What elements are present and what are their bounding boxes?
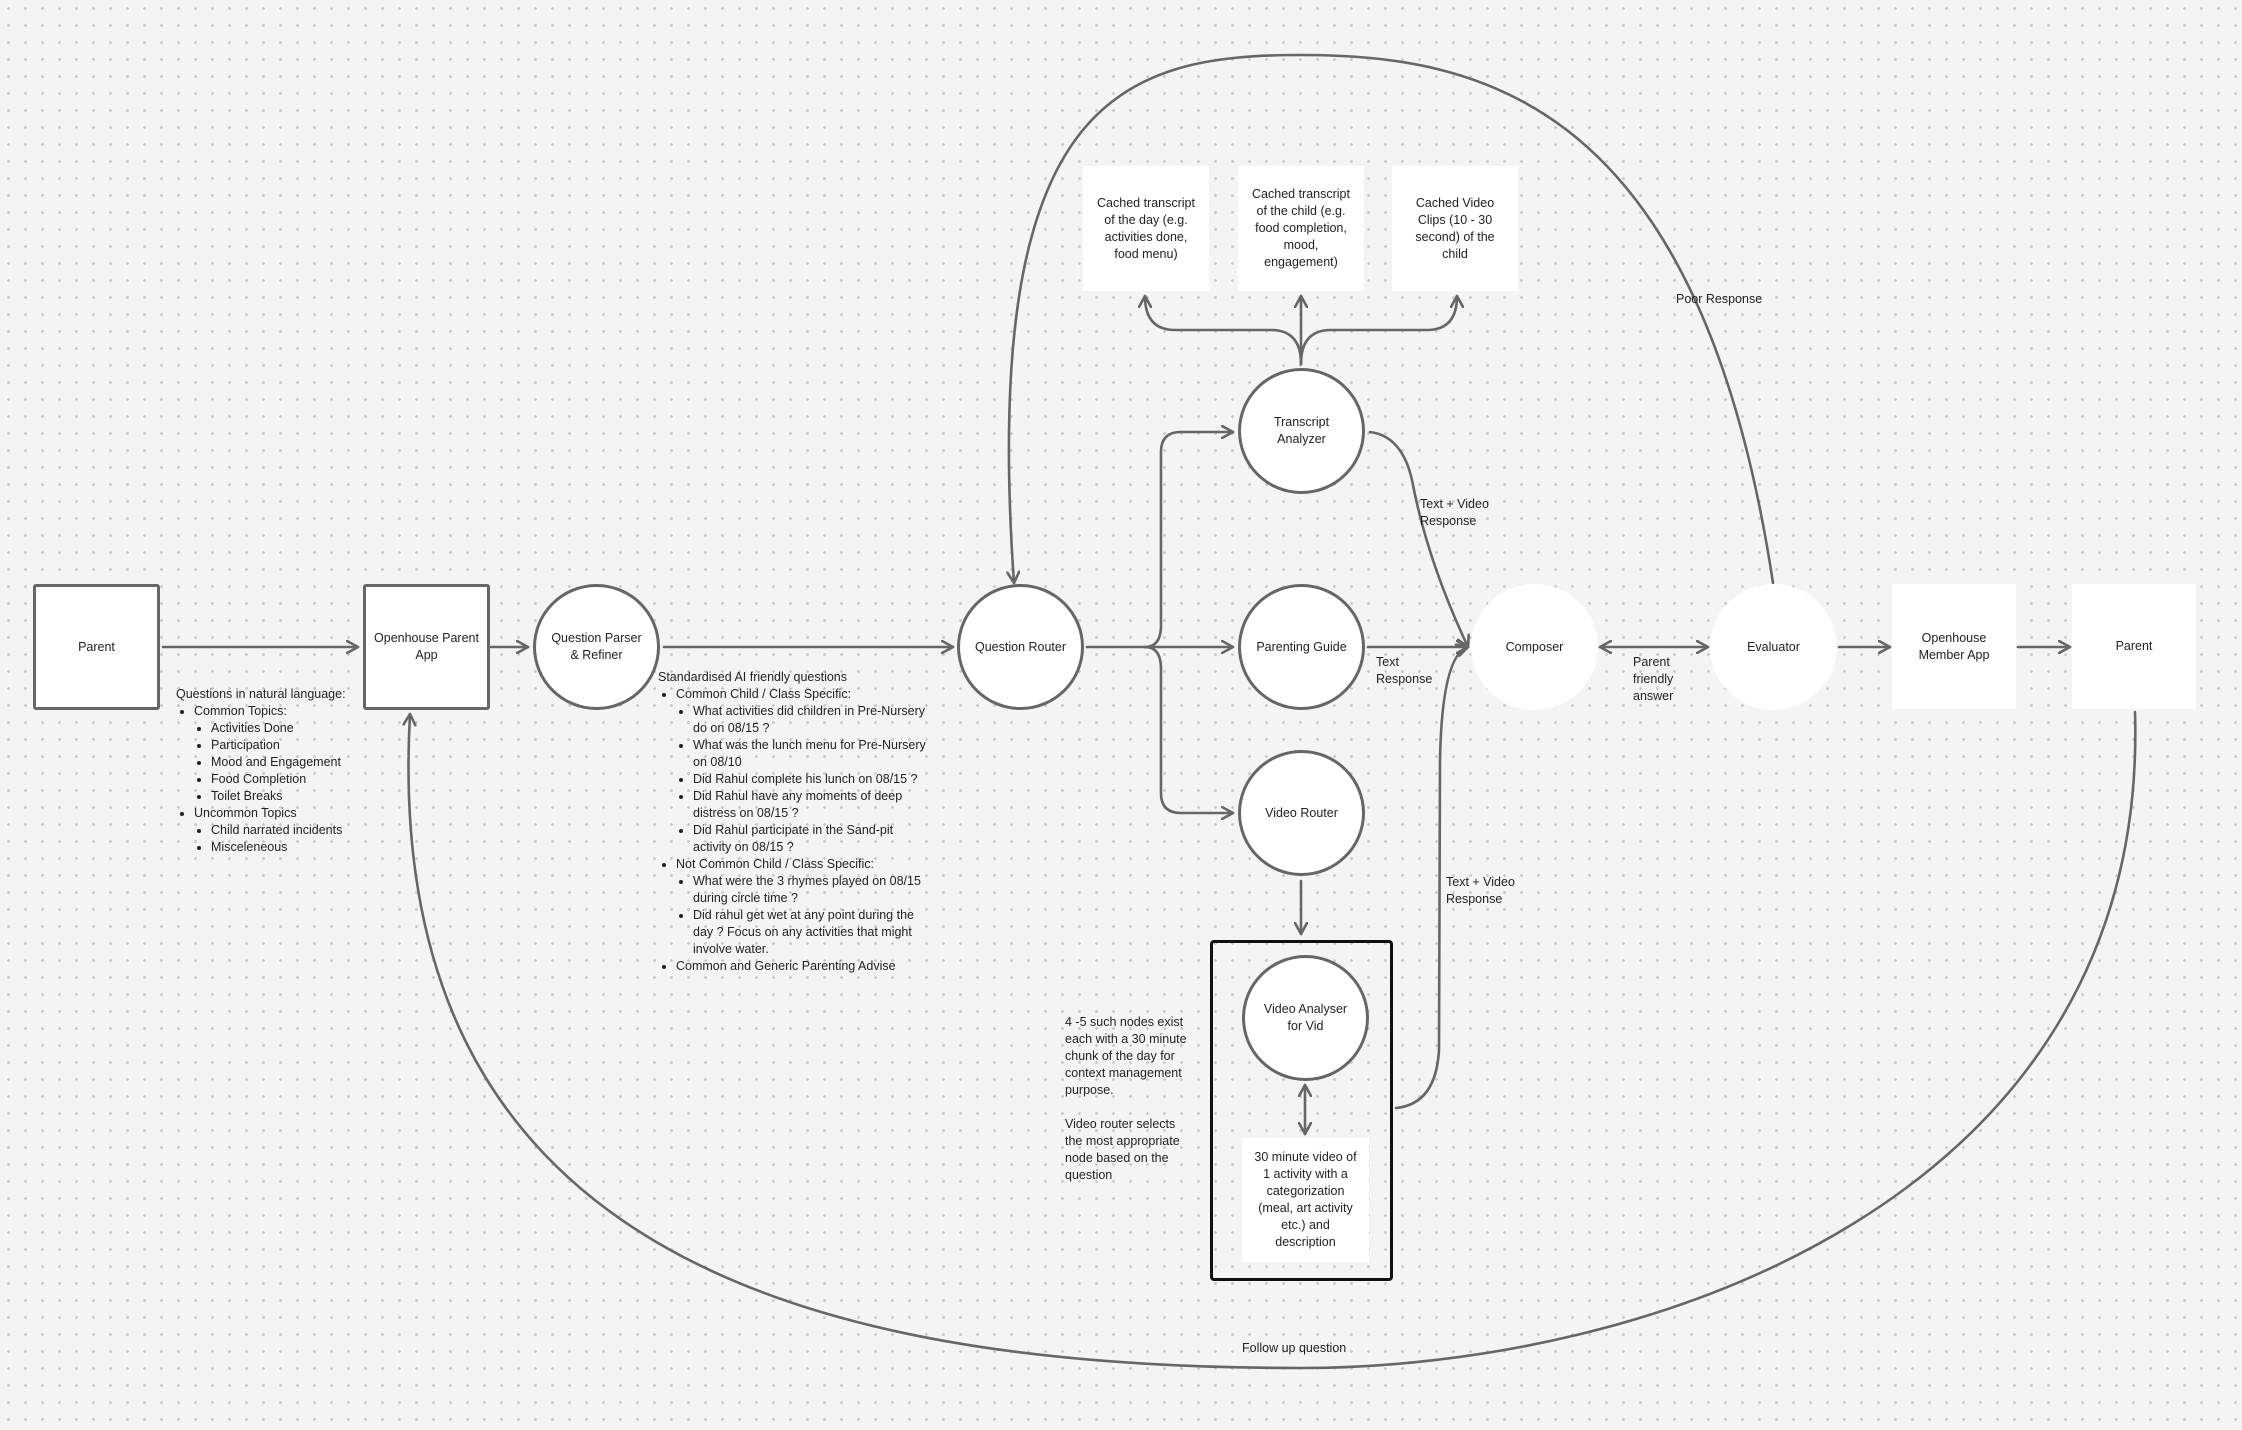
- question-item: Did Rahul participate in the Sand-pit ac…: [693, 822, 933, 856]
- composer-node: Composer: [1471, 584, 1598, 710]
- topic-item: Misceleneous: [211, 839, 376, 856]
- topic-item: Participation: [211, 737, 376, 754]
- question-item: Did Rahul have any moments of deep distr…: [693, 788, 933, 822]
- topic-item: Food Completion: [211, 771, 376, 788]
- transcript-analyzer-node: Transcript Analyzer: [1238, 368, 1365, 494]
- label-text-video-response-top: Text + Video Response: [1420, 497, 1489, 528]
- edge-router-to-transcript: [1143, 432, 1235, 649]
- video-nodes-note-1: 4 -5 such nodes exist each with a 30 min…: [1065, 1015, 1187, 1097]
- notes-heading: Questions in natural language:: [176, 687, 346, 701]
- edge-transcript-to-cache-video: [1299, 294, 1457, 366]
- topic-item: Child narrated incidents: [211, 822, 376, 839]
- cached-transcript-child-card: Cached transcript of the child (e.g. foo…: [1238, 166, 1364, 291]
- question-item: What was the lunch menu for Pre-Nursery …: [693, 737, 933, 771]
- question-groups-list: Common Child / Class Specific: What acti…: [658, 686, 933, 975]
- evaluator-node: Evaluator: [1710, 584, 1837, 710]
- parent-end-node: Parent: [2072, 584, 2196, 709]
- natural-language-notes: Questions in natural language: Common To…: [176, 686, 376, 856]
- question-group: Common Child / Class Specific: What acti…: [676, 686, 933, 856]
- parent-start-node: Parent: [33, 584, 160, 710]
- video-analyser-frame: [1210, 940, 1393, 1281]
- question-item: Did Rahul complete his lunch on 08/15 ?: [693, 771, 933, 788]
- topic-item: Activities Done: [211, 720, 376, 737]
- video-nodes-note-2: Video router selects the most appropriat…: [1065, 1117, 1180, 1182]
- label-parent-friendly-answer: Parent friendly answer: [1633, 655, 1674, 703]
- video-description-card: 30 minute video of 1 activity with a cat…: [1242, 1138, 1369, 1262]
- edge-follow-up-loop: [408, 710, 2137, 1370]
- topic-item: Mood and Engagement: [211, 754, 376, 771]
- label-text-video-response-bottom: Text + Video Response: [1446, 875, 1515, 906]
- label-poor-response: Poor Response: [1676, 292, 1763, 306]
- cached-video-clips-card: Cached Video Clips (10 - 30 second) of t…: [1392, 166, 1518, 291]
- question-item: Did rahul get wet at any point during th…: [693, 907, 933, 958]
- topic-item: Toilet Breaks: [211, 788, 376, 805]
- standardised-questions-notes: Standardised AI friendly questions Commo…: [658, 669, 933, 975]
- question-group: Common and Generic Parenting Advise: [676, 958, 933, 975]
- video-nodes-notes: 4 -5 such nodes exist each with a 30 min…: [1065, 1014, 1193, 1184]
- question-parser-node: Question Parser & Refiner: [533, 584, 660, 710]
- openhouse-member-app-node: Openhouse Member App: [1892, 584, 2016, 709]
- video-analyser-node: Video Analyser for Vid: [1242, 955, 1369, 1081]
- video-router-node: Video Router: [1238, 750, 1365, 876]
- edge-poor-response-loop: [1009, 53, 1775, 585]
- edge-router-to-video: [1143, 645, 1235, 813]
- edge-transcript-to-cache-day: [1145, 294, 1303, 366]
- label-text-response: Text Response: [1376, 655, 1433, 686]
- label-follow-up-question: Follow up question: [1242, 1341, 1347, 1355]
- edge-analyser-to-composer: [1394, 647, 1470, 1110]
- question-item: What were the 3 rhymes played on 08/15 d…: [693, 873, 933, 907]
- cached-transcript-day-card: Cached transcript of the day (e.g. activ…: [1083, 166, 1209, 291]
- topic-groups-list: Common Topics: Activities Done Participa…: [176, 703, 376, 856]
- parenting-guide-node: Parenting Guide: [1238, 584, 1365, 710]
- topic-group: Common Topics: Activities Done Participa…: [194, 703, 376, 805]
- edge-transcript-to-composer: [1368, 430, 1468, 649]
- question-group: Not Common Child / Class Specific: What …: [676, 856, 933, 958]
- notes-heading: Standardised AI friendly questions: [658, 670, 848, 684]
- openhouse-parent-app-node: Openhouse Parent App: [363, 584, 490, 710]
- question-item: What activities did children in Pre-Nurs…: [693, 703, 933, 737]
- question-router-node: Question Router: [957, 584, 1084, 710]
- topic-group: Uncommon Topics Child narrated incidents…: [194, 805, 376, 856]
